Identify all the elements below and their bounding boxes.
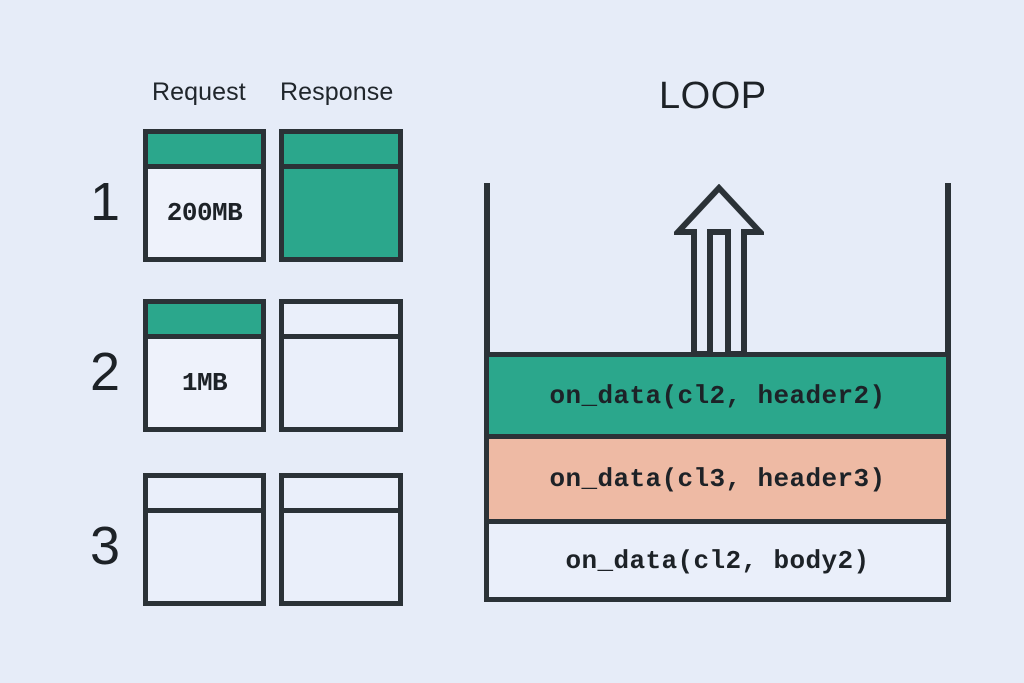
packet-response-row2 — [279, 299, 403, 432]
row-index-2: 2 — [89, 342, 121, 402]
row-index-1: 1 — [89, 172, 121, 232]
packet-header-band — [284, 304, 398, 339]
packet-header-band — [148, 134, 261, 169]
packet-response-row3 — [279, 473, 403, 606]
stack-frame-label: on_data(cl3, header3) — [549, 464, 886, 494]
column-header-response: Response — [280, 78, 394, 106]
packet-header-band — [148, 304, 261, 339]
stack-frame[interactable]: on_data(cl3, header3) — [489, 439, 946, 524]
arrow-up-icon — [671, 183, 767, 357]
packet-body-band — [148, 513, 261, 601]
packet-body-band — [284, 339, 398, 427]
row-index-3: 3 — [89, 516, 121, 576]
loop-arrow-up — [671, 183, 767, 357]
packet-request-row1: 200MB — [143, 129, 266, 262]
packet-request-row2: 1MB — [143, 299, 266, 432]
stack-frame-label: on_data(cl2, body2) — [565, 545, 870, 576]
stack-frame[interactable]: on_data(cl2, header2) — [489, 357, 946, 439]
packet-body-band — [284, 169, 398, 257]
packet-header-band — [284, 478, 398, 513]
packet-body-band — [284, 513, 398, 601]
packet-request-row3 — [143, 473, 266, 606]
loop-call-stack: on_data(cl2, header2) on_data(cl3, heade… — [484, 352, 951, 602]
packet-header-band — [148, 478, 261, 513]
packet-response-row1 — [279, 129, 403, 262]
packet-body-band: 1MB — [148, 339, 261, 427]
column-header-request: Request — [152, 78, 246, 106]
loop-rail-left — [484, 183, 490, 355]
loop-rail-right — [945, 183, 951, 355]
packet-header-band — [284, 134, 398, 169]
stack-frame[interactable]: on_data(cl2, body2) — [489, 524, 946, 597]
packet-size-label: 200MB — [166, 198, 243, 228]
packet-size-label: 1MB — [181, 368, 228, 398]
packet-body-band: 200MB — [148, 169, 261, 257]
stack-frame-label: on_data(cl2, header2) — [549, 380, 886, 411]
loop-title: LOOP — [659, 75, 767, 117]
